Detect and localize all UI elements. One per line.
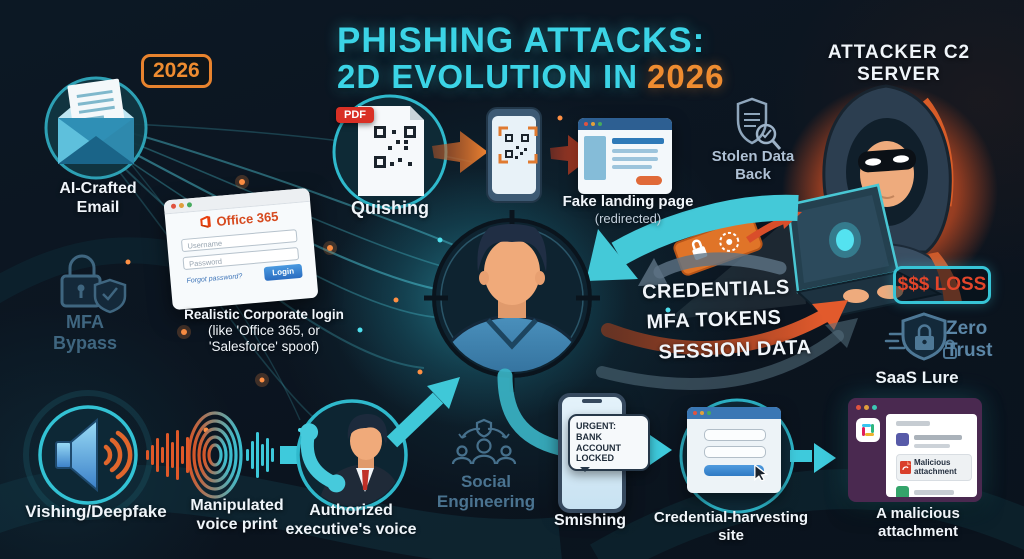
stream-dots [125, 115, 671, 433]
malicious-attachment-label: A malicious attachment [876, 505, 960, 540]
window-dot-yellow-icon [591, 122, 595, 126]
background-swooshes [0, 237, 1024, 559]
stolen-data-label: Stolen Data Back [711, 148, 795, 183]
fingerprint-icon [187, 411, 243, 499]
login-button[interactable]: Login [263, 263, 303, 282]
speaker-icon [38, 405, 138, 505]
chat-avatar [896, 433, 909, 446]
submit-button[interactable] [704, 465, 764, 476]
attachment-chip-text: Malicious attachment [914, 457, 957, 476]
page-text-block [612, 149, 658, 153]
ai-email-label: AI-Crafted Email [59, 180, 137, 216]
voice-print-label: Manipulated voice print [190, 497, 284, 533]
sms-bubble: URGENT: BANK ACCOUNT LOCKED [568, 414, 650, 473]
year-badge: 2026 [141, 54, 212, 88]
zero-trust-icon [884, 312, 957, 361]
credential-site-label: Credential-harvesting site [653, 509, 809, 544]
loss-badge: $$$ LOSS [893, 266, 991, 304]
slack-logo-icon [862, 424, 874, 436]
chat-text-bar [914, 490, 954, 495]
office365-login-window: Office 365 Username Password Forgot pass… [163, 187, 319, 311]
vishing-label: Vishing/Deepfake [25, 502, 167, 521]
saas-lure-label: SaaS Lure [875, 368, 959, 387]
fake-landing-page-label: Fake landing page(redirected) [556, 193, 700, 226]
office365-brand-text: Office 365 [215, 208, 280, 230]
slack-logo-tile [856, 418, 880, 442]
arrow-pdf-to-phone [432, 131, 488, 173]
page-title-line1: PHISHING ATTACKS: [337, 21, 706, 60]
exfil-flow-arrows [596, 252, 858, 390]
quishing-label: Quishing [351, 198, 429, 218]
arrow-phone-to-page [550, 135, 594, 175]
page-text-block [612, 165, 652, 169]
chat-text-bar [914, 444, 950, 448]
zero-trust-label: Zero Trust [946, 318, 993, 362]
title-text: 2D EVOLUTION IN [337, 58, 639, 95]
chat-text-bar [896, 421, 930, 426]
smartphone-qr-icon [486, 107, 542, 203]
phone-notch [582, 399, 602, 403]
smishing-label: Smishing [553, 512, 626, 529]
window-dot-yellow-icon [700, 411, 704, 415]
login-caption-bold: Realistic Corporate login [184, 307, 344, 322]
window-dot-teal-icon [872, 405, 877, 410]
chat-body: Malicious attachment [886, 414, 977, 497]
window-dot-red-icon [693, 411, 697, 415]
window-dot-green-icon [707, 411, 711, 415]
login-input-field[interactable] [704, 446, 766, 458]
pdf-badge: PDF [336, 107, 374, 123]
window-titlebar [578, 118, 672, 130]
window-dot-red-icon [584, 122, 588, 126]
chat-text-bar [914, 435, 962, 440]
page-cta-button[interactable] [636, 176, 662, 185]
cursor-icon [754, 465, 769, 481]
page-heading-block [612, 138, 664, 144]
quishing-pdf-icon [332, 94, 448, 210]
mfa-bypass-label: MFA Bypass [52, 312, 118, 354]
arrow-exec-to-person [386, 377, 460, 448]
target-person-icon [424, 210, 600, 392]
login-caption: Realistic Corporate login (like 'Office … [181, 307, 347, 355]
window-dot-green-icon [598, 122, 602, 126]
envelope-icon [44, 76, 148, 180]
mfa-bypass-icon [60, 254, 127, 314]
page-text-block [612, 157, 658, 161]
pdf-file-icon [900, 461, 911, 474]
forgot-password-link[interactable]: Forgot password? [186, 272, 243, 285]
login-input-field[interactable] [704, 429, 766, 441]
office365-brand: Office 365 [165, 206, 312, 234]
window-titlebar [687, 407, 781, 419]
title-year: 2026 [647, 58, 725, 95]
fake-landing-page-window [578, 118, 672, 194]
flow-person-to-phone [497, 368, 568, 456]
office365-logo-icon [200, 215, 211, 228]
fake-landing-sub: (redirected) [594, 210, 662, 226]
social-engineering-label: Social Engineering [436, 472, 536, 512]
malicious-attachment-chip[interactable]: Malicious attachment [896, 454, 972, 481]
window-dot-red-icon [856, 405, 861, 410]
window-dot-red-icon [170, 203, 177, 209]
social-engineering-icon [451, 418, 517, 465]
window-dot-yellow-icon [178, 202, 185, 209]
saas-chat-window: Malicious attachment [848, 398, 982, 502]
executive-call-icon [296, 399, 408, 511]
arrow-server-to-target [586, 194, 799, 281]
credential-site-window [687, 407, 781, 493]
executive-voice-label: Authorized executive's voice [285, 502, 417, 538]
attacker-c2-label: ATTACKER C2 SERVER [827, 42, 971, 86]
stolen-data-icon [736, 97, 782, 150]
chat-avatar [896, 486, 909, 497]
page-hero-block [584, 136, 606, 180]
arrow-credsite-to-saas [790, 443, 836, 473]
fake-landing-title: Fake landing page [562, 193, 694, 210]
window-dot-green-icon [186, 202, 193, 208]
login-caption-rest: (like 'Office 365, or 'Salesforce' spoof… [208, 322, 320, 354]
voice-waveform-icon [146, 411, 322, 499]
window-dot-yellow-icon [864, 405, 869, 410]
